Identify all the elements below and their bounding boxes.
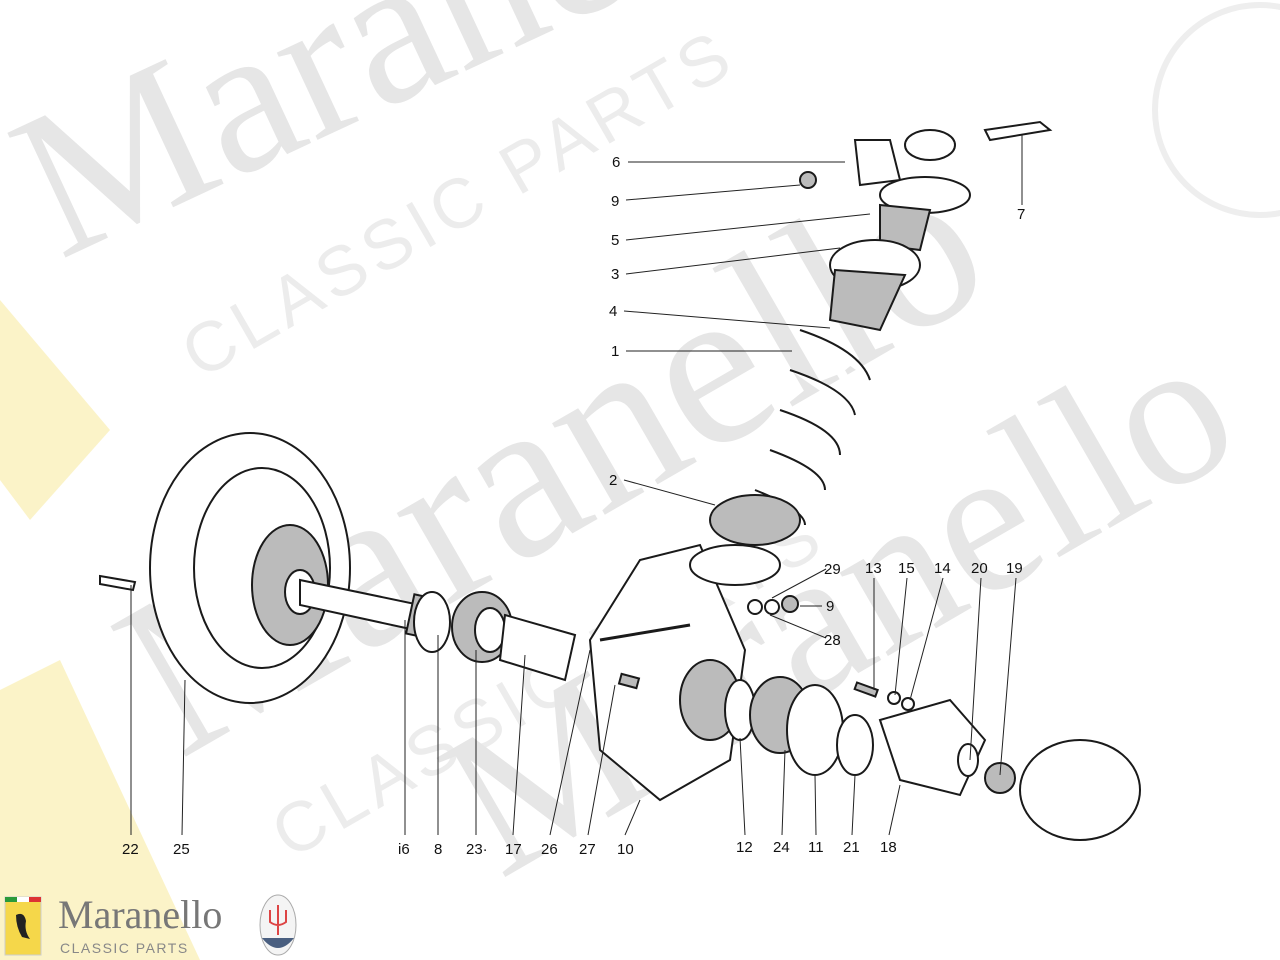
part-label: 2 [609,472,617,489]
logo-tagline: CLASSIC PARTS [60,940,189,956]
part-label: 13 [865,560,882,577]
part-label: 14 [934,560,951,577]
brake-disc [149,432,351,704]
part-label: 19 [1006,560,1023,577]
part-label: 6 [612,154,620,171]
part-label: 29 [824,561,841,578]
part-label: 26 [541,841,558,858]
part-label: 5 [611,232,619,249]
part-label: 3 [611,266,619,283]
part-label: 25 [173,841,190,858]
bolts [99,120,1053,690]
part-label: 20 [971,560,988,577]
part-label: 15 [898,560,915,577]
part-label: 24 [773,839,790,856]
part-labels: 6 9 5 3 4 1 2 7 29 9 28 13 15 14 20 19 2… [122,154,1025,858]
part-label: 4 [609,303,617,320]
leader-lines [130,135,1023,836]
ferrari-badge [4,896,42,956]
maserati-badge [259,894,297,956]
part-label: 10 [617,841,634,858]
part-label: 7 [1017,206,1025,223]
part-label: 11 [808,839,824,856]
part-label: 9 [826,598,834,615]
part-label: 12 [736,839,753,856]
part-label: 21 [843,839,860,856]
part-label: 18 [880,839,897,856]
part-label: 23· [466,841,488,858]
bearings [413,591,577,682]
logo-brand: Maranello [58,892,223,937]
part-label: 28 [824,632,841,649]
part-label: 22 [122,841,139,858]
part-label: 9 [611,193,619,210]
part-label: 1 [611,343,619,360]
flange-parts [724,676,1141,841]
shock-absorber-spring [689,129,971,615]
part-label: 17 [505,841,522,858]
part-label: 27 [579,841,596,858]
part-label: i6 [398,841,410,858]
part-label: 8 [434,841,442,858]
